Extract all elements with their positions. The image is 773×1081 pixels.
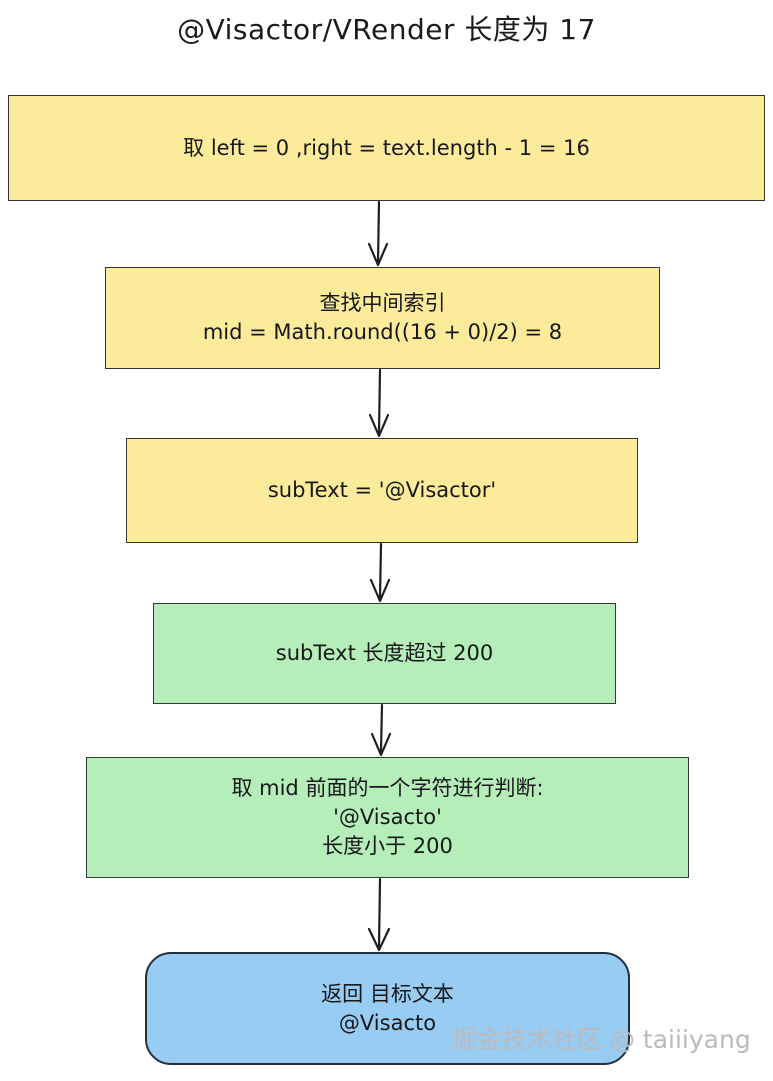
node-find-mid-line-1: 查找中间索引 [319,291,446,316]
node-init: 取 left = 0 ,right = text.length - 1 = 16 [8,95,765,201]
edge-judge-to-return [367,877,391,952]
node-judge-previous-char-line-3: 长度小于 200 [322,833,453,858]
edge-mid-to-subtext [368,368,390,438]
node-judge-previous-char-line-1: 取 mid 前面的一个字符进行判断: [231,776,544,801]
node-return-target-text-line-2: @Visacto [338,1010,437,1035]
node-subtext-assign-line-1: subText = '@Visactor' [267,478,497,503]
node-subtext-assign: subText = '@Visactor' [126,438,638,543]
node-subtext-over-200: subText 长度超过 200 [153,603,616,704]
diagram-title: @Visactor/VRender 长度为 17 [177,13,596,46]
node-find-mid-line-2: mid = Math.round((16 + 0)/2) = 8 [202,320,563,344]
node-return-target-text-line-1: 返回 目标文本 [321,981,454,1006]
node-init-line-1: 取 left = 0 ,right = text.length - 1 = 16 [183,135,590,160]
watermark: 掘金技术社区 @ taiiiyang [452,1025,751,1054]
edge-init-to-mid [367,200,389,267]
node-judge-previous-char-line-2: '@Visacto' [333,805,442,830]
edge-over200-to-judge [370,703,392,757]
node-find-mid: 查找中间索引 mid = Math.round((16 + 0)/2) = 8 [105,267,660,369]
node-subtext-over-200-line-1: subText 长度超过 200 [275,641,494,666]
node-return-target-text: 返回 目标文本 @Visacto [145,952,630,1065]
edge-subtext-to-over200 [369,542,391,603]
node-judge-previous-char: 取 mid 前面的一个字符进行判断: '@Visacto' 长度小于 200 [86,757,689,878]
